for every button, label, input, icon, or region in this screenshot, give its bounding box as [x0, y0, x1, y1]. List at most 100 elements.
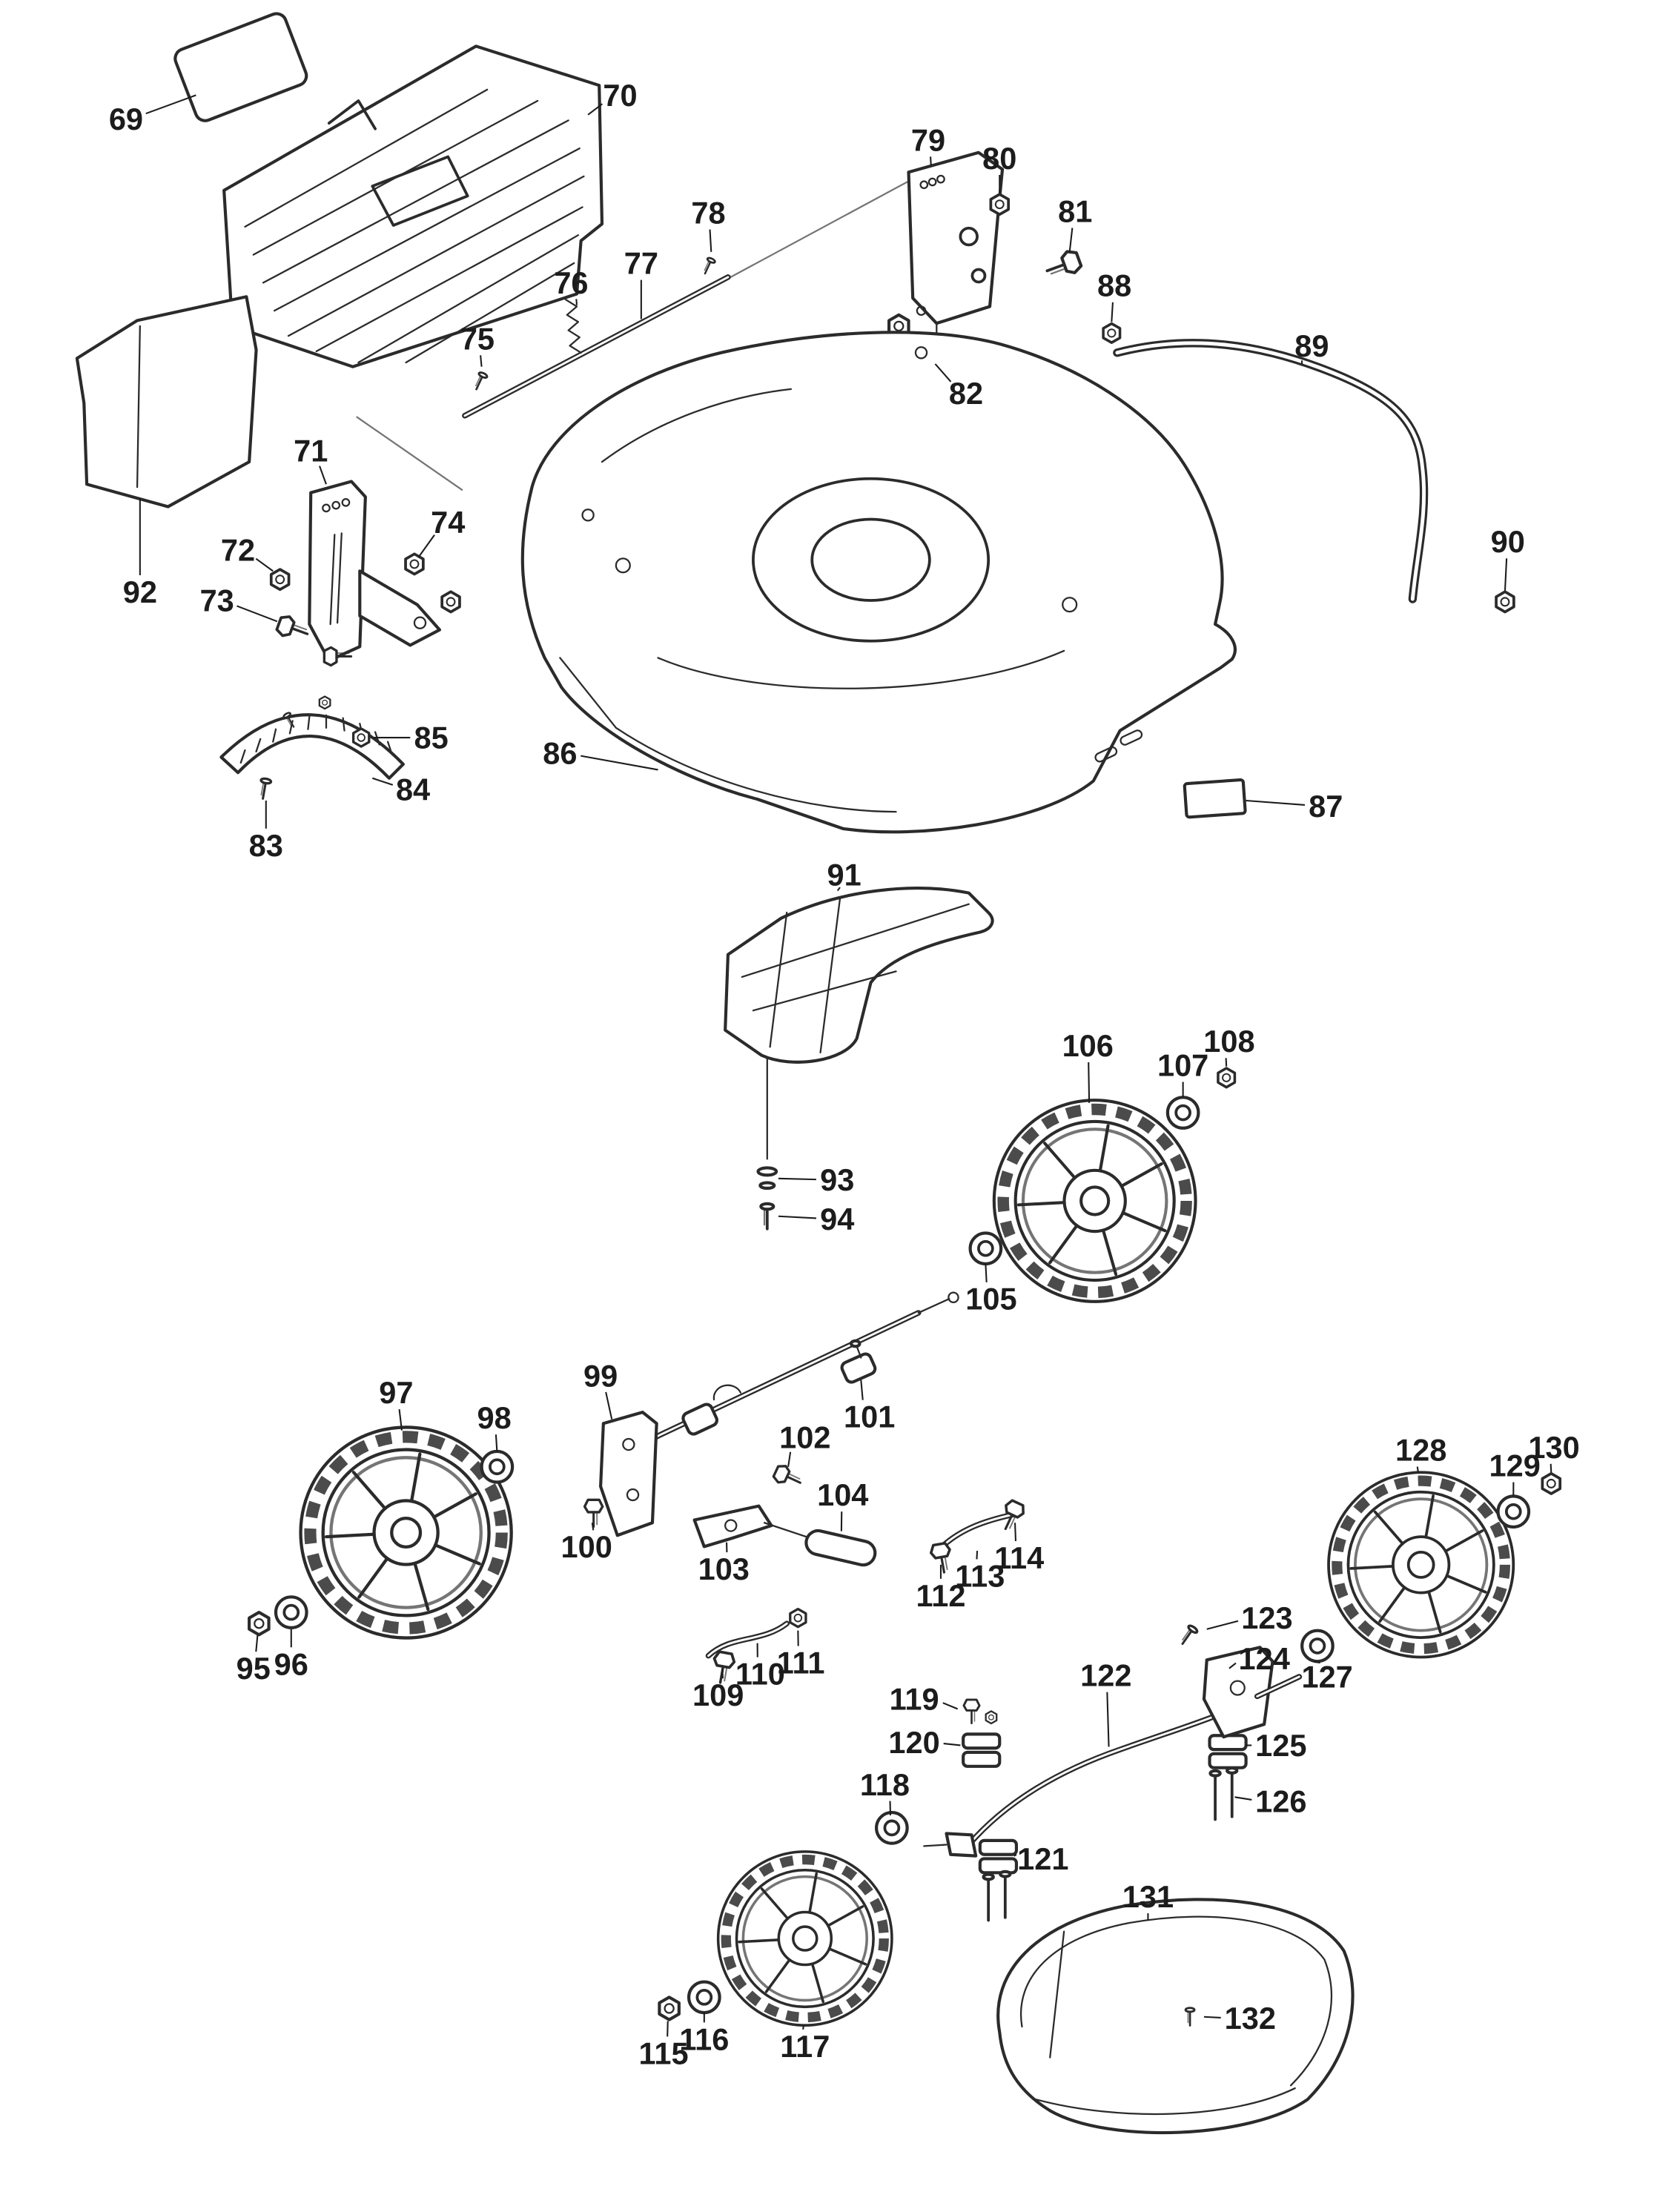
part-129-bearing	[1498, 1496, 1529, 1527]
leader-line-101	[860, 1380, 864, 1400]
part-number-80: 80	[982, 141, 1016, 176]
leader-line-114	[1014, 1523, 1017, 1542]
part-number-117: 117	[780, 2029, 830, 2064]
part-96-bearing	[276, 1597, 307, 1628]
part-98-bearing	[482, 1451, 513, 1483]
part-number-130: 130	[1528, 1430, 1579, 1465]
part-number-69: 69	[109, 102, 143, 136]
leader-line-81	[1068, 228, 1074, 252]
part-99-front-axle	[599, 1291, 959, 1537]
part-111-nut	[789, 1607, 807, 1629]
leader-line-106	[1088, 1062, 1091, 1103]
leader-line-75	[480, 355, 483, 367]
leader-line-71	[319, 466, 327, 485]
part-101-clamp	[840, 1339, 877, 1384]
part-121-clamp	[978, 1838, 1019, 1922]
part-number-88: 88	[1097, 268, 1131, 303]
leader-line-132	[1203, 2016, 1221, 2019]
part-72-nut	[269, 568, 291, 592]
part-124-bracket	[1202, 1646, 1303, 1739]
leader-line-78	[709, 229, 712, 252]
leader-line-91	[836, 887, 841, 892]
leader-line-79	[930, 156, 932, 165]
part-126-screws	[1208, 1766, 1239, 1821]
part-86-deck	[520, 331, 1237, 834]
leader-line-105	[985, 1263, 988, 1282]
part-93-washers	[756, 1166, 778, 1190]
part-number-87: 87	[1309, 789, 1343, 824]
part-85-nut	[351, 727, 371, 748]
part-number-115: 115	[639, 2036, 689, 2070]
part-number-120: 120	[888, 1725, 939, 1760]
part-77-rod	[462, 274, 731, 419]
leader-line-90	[1504, 558, 1508, 591]
leader-line-120	[943, 1743, 961, 1746]
leader-line-126	[1234, 1796, 1252, 1801]
part-number-122: 122	[1080, 1658, 1131, 1693]
part-number-111: 111	[777, 1646, 825, 1680]
part-number-105: 105	[965, 1282, 1016, 1317]
part-71-bracket	[308, 480, 442, 663]
leader-line-121	[1013, 1853, 1017, 1857]
leader-line-102	[787, 1451, 792, 1467]
part-number-89: 89	[1294, 328, 1329, 363]
part-number-81: 81	[1058, 194, 1092, 229]
part-116-bearing	[689, 1982, 720, 2013]
part-80-nut	[989, 193, 1011, 216]
part-79-bracket	[907, 150, 1005, 341]
part-69-label-plate	[173, 12, 308, 122]
part-number-98: 98	[477, 1400, 511, 1435]
leader-line-108	[1225, 1058, 1228, 1067]
leader-line-99	[605, 1391, 613, 1420]
part-number-95: 95	[237, 1651, 271, 1686]
part-number-114: 114	[994, 1540, 1044, 1575]
leader-line-124	[1228, 1662, 1237, 1669]
part-number-93: 93	[820, 1162, 854, 1197]
leader-line-87	[1246, 799, 1306, 806]
leader-line-86	[581, 755, 658, 771]
part-105-bearing	[970, 1233, 1002, 1264]
part-number-79: 79	[911, 122, 945, 157]
part-number-84: 84	[396, 772, 430, 807]
leader-line-117	[802, 2024, 804, 2030]
part-115-nut	[659, 1997, 678, 2019]
part-number-75: 75	[460, 321, 495, 356]
part-number-128: 128	[1395, 1433, 1446, 1468]
part-number-113: 113	[955, 1559, 1005, 1594]
part-90-nut	[1495, 590, 1515, 614]
part-number-72: 72	[221, 533, 255, 568]
leader-line-122	[1106, 1692, 1110, 1747]
part-number-131: 131	[1122, 1879, 1174, 1914]
part-number-83: 83	[249, 828, 283, 863]
part-92-side-cover	[75, 295, 258, 509]
part-number-119: 119	[890, 1682, 939, 1717]
part-number-124: 124	[1239, 1641, 1290, 1676]
part-number-73: 73	[200, 583, 234, 617]
part-number-116: 116	[679, 2021, 729, 2056]
leader-line-88	[1111, 302, 1114, 322]
part-89-handle-rod	[1113, 339, 1429, 603]
part-87-label	[1183, 778, 1247, 819]
part-number-92: 92	[123, 574, 157, 609]
part-number-78: 78	[691, 195, 725, 230]
part-number-97: 97	[379, 1375, 413, 1410]
part-number-129: 129	[1489, 1448, 1541, 1483]
part-number-86: 86	[543, 735, 577, 770]
part-number-126: 126	[1255, 1784, 1306, 1818]
part-number-121: 121	[1017, 1841, 1068, 1876]
part-88-nut	[1102, 322, 1122, 344]
leader-line-119	[942, 1702, 959, 1710]
part-number-82: 82	[949, 376, 983, 411]
part-110-link	[705, 1620, 790, 1659]
part-70-top-cover	[222, 44, 604, 368]
part-number-123: 123	[1241, 1600, 1292, 1635]
part-number-76: 76	[554, 265, 588, 300]
part-number-77: 77	[624, 245, 658, 280]
part-number-70: 70	[603, 78, 637, 113]
part-number-90: 90	[1491, 524, 1525, 559]
leader-line-72	[255, 557, 274, 572]
part-131-rear-cover	[996, 1898, 1355, 2135]
part-127-bearing	[1302, 1631, 1333, 1662]
